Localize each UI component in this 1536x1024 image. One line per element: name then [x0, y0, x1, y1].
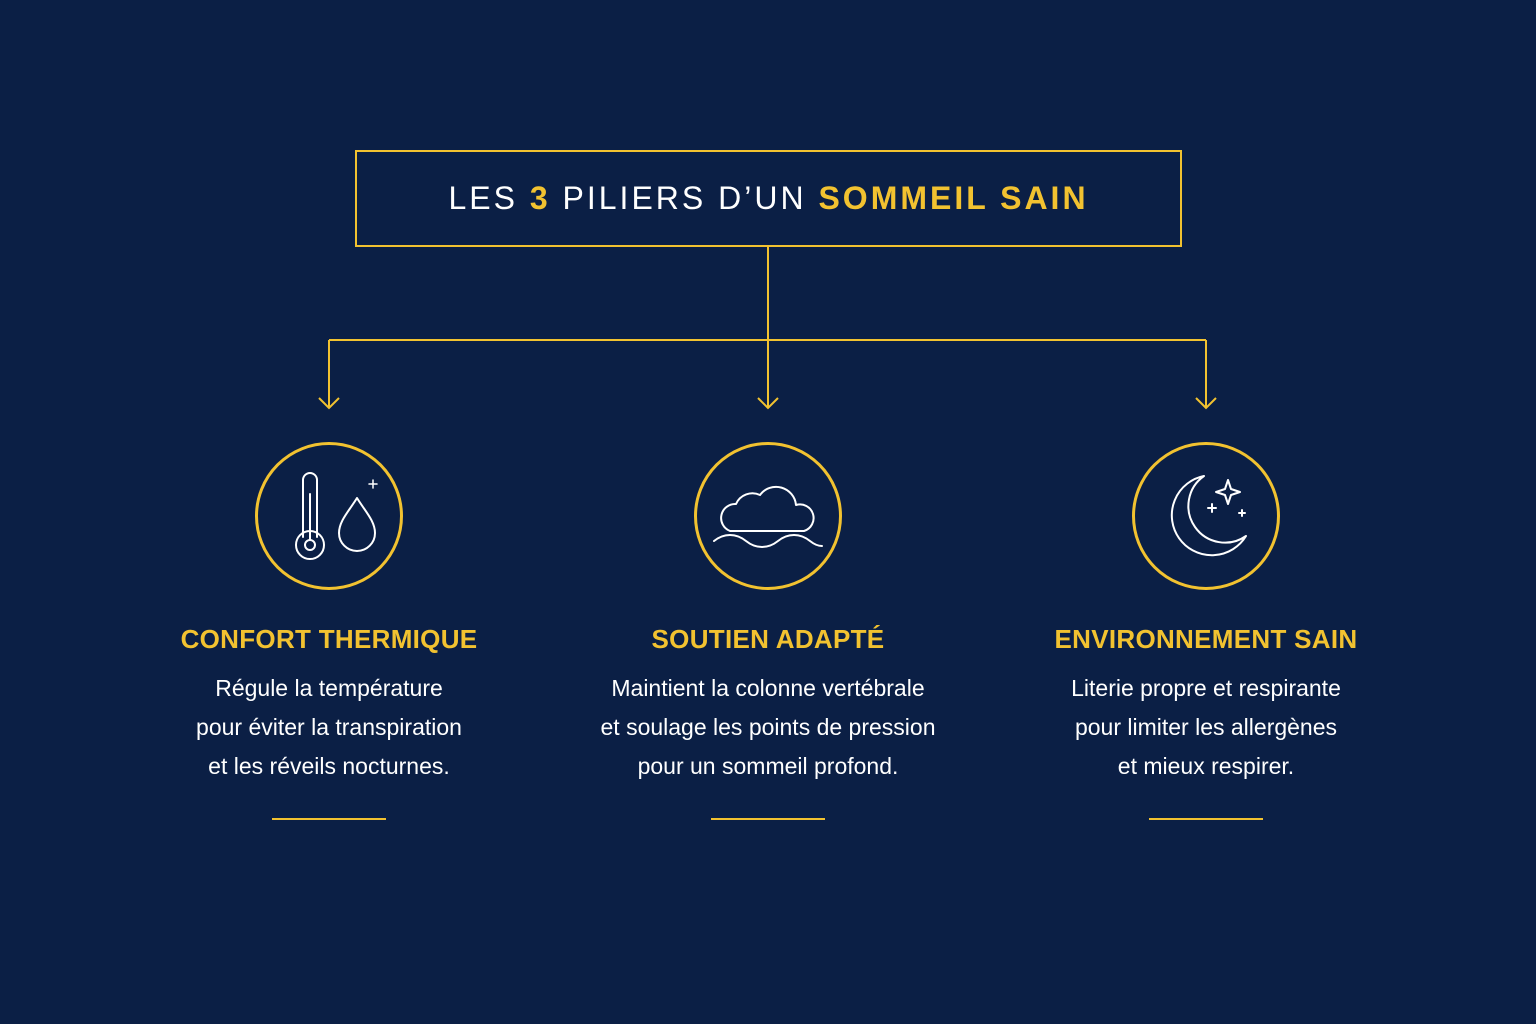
pillar-description: Régule la température pour éviter la tra… — [196, 669, 462, 786]
moon-stars-icon — [1170, 475, 1247, 557]
icon-circle — [255, 442, 403, 590]
description-line: pour limiter les allergènes — [1074, 714, 1338, 740]
description-line: et mieux respirer. — [1117, 753, 1295, 779]
title-box: LES 3 PILIERS D’UN SOMMEIL SAIN — [355, 150, 1182, 247]
title-prefix: LES — [448, 180, 518, 216]
cloud-icon — [713, 485, 823, 548]
description-line: Maintient la colonne vertébrale — [611, 675, 925, 701]
pillar-title: SOUTIEN ADAPTÉ — [651, 624, 885, 654]
description-line: et soulage les points de pression — [600, 714, 936, 740]
arrowhead-center-icon — [757, 397, 779, 410]
icon-circle — [1132, 442, 1280, 590]
thermometer-drop-icon — [295, 472, 378, 560]
pillar-thermal-comfort: CONFORT THERMIQUE Régule la température … — [139, 442, 519, 820]
pillar-description: Literie propre et respirante pour limite… — [1071, 669, 1341, 786]
pillar-healthy-environment: ENVIRONNEMENT SAIN Literie propre et res… — [1016, 442, 1396, 820]
pillar-title: ENVIRONNEMENT SAIN — [1054, 624, 1358, 654]
description-line: Literie propre et respirante — [1071, 675, 1341, 701]
pillar-adapted-support: SOUTIEN ADAPTÉ Maintient la colonne vert… — [578, 442, 958, 820]
icon-circle — [694, 442, 842, 590]
pillar-title: CONFORT THERMIQUE — [180, 624, 478, 654]
description-line: pour éviter la transpiration — [196, 714, 462, 740]
description-line: pour un sommeil profond. — [637, 753, 899, 779]
description-line: Régule la température — [215, 675, 443, 701]
divider — [1149, 818, 1263, 820]
pillar-description: Maintient la colonne vertébrale et soula… — [601, 669, 936, 786]
divider — [711, 818, 825, 820]
divider — [272, 818, 386, 820]
description-line: et les réveils nocturnes. — [208, 753, 450, 779]
arrowhead-left-icon — [318, 397, 340, 410]
title-middle: PILIERS D’UN — [562, 180, 807, 216]
title-number: 3 — [529, 180, 551, 216]
title-highlight: SOMMEIL SAIN — [818, 180, 1089, 216]
arrowhead-right-icon — [1195, 397, 1217, 410]
